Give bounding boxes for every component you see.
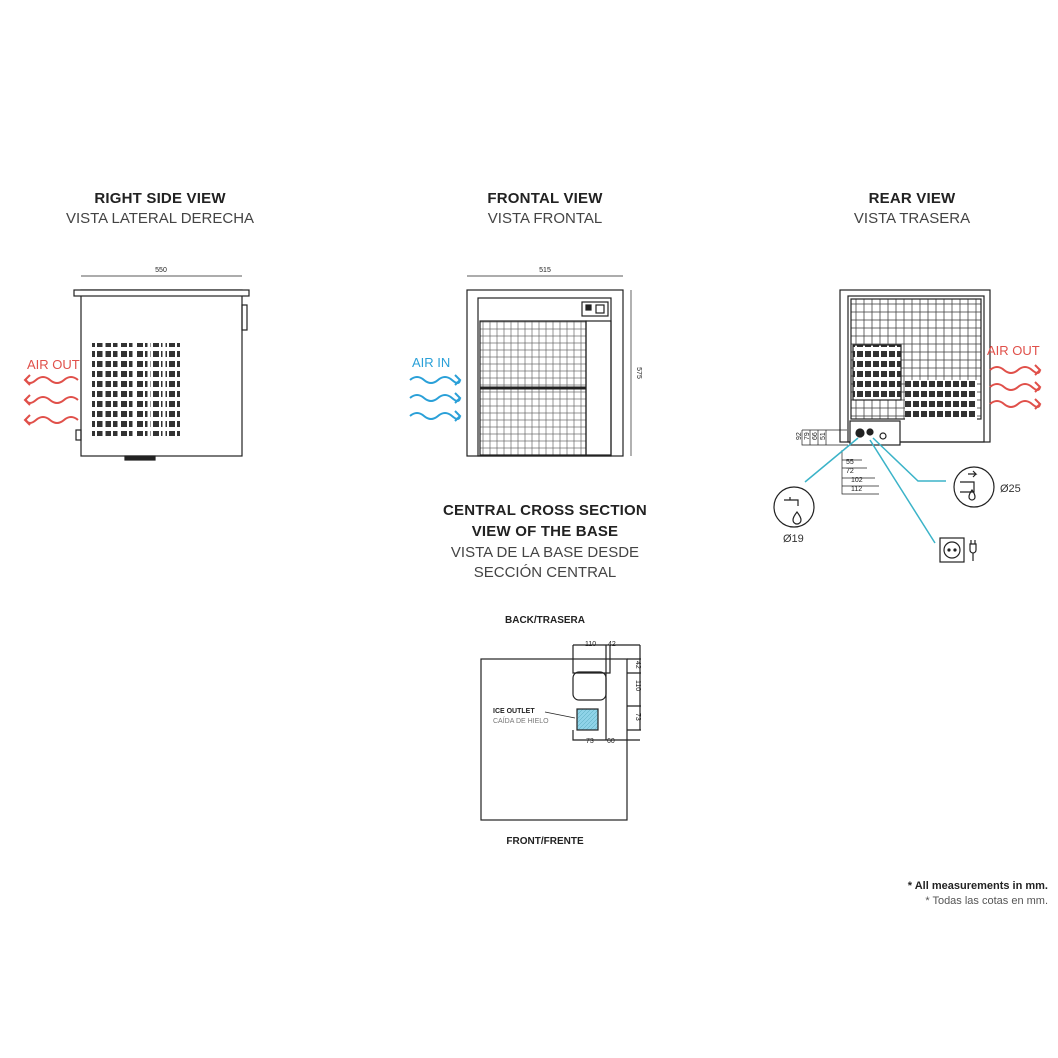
back-label: BACK/TRASERA <box>505 615 585 626</box>
dim-top-42: 42 <box>608 641 616 648</box>
connection-leads <box>804 437 946 544</box>
rear-title: REAR VIEW <box>868 190 956 207</box>
dim-right-73: 73 <box>634 713 641 721</box>
rear-drawing: 92 79 66 51 55 72 102 112 <box>796 289 991 495</box>
right-side-drawing: 550 <box>73 267 250 461</box>
dim-51: 51 <box>820 432 827 440</box>
base-subtitle-1: VISTA DE LA BASE DESDE <box>450 544 640 561</box>
dim-right-110: 110 <box>634 680 641 691</box>
frontal-drawing: 515 575 <box>466 267 642 457</box>
dim-top-110: 110 <box>585 641 596 648</box>
dim-bottom-60: 60 <box>607 738 615 745</box>
air-out-arrows-rear <box>989 364 1042 410</box>
power-socket-icon <box>939 537 977 563</box>
dim-right-42: 42 <box>634 661 641 669</box>
base-drawing: 110 42 42 110 73 73 60 ICE OUTLET CAÍDA … <box>480 641 641 821</box>
dim-79: 79 <box>804 432 811 440</box>
base-title-1: CENTRAL CROSS SECTION <box>443 502 647 519</box>
dim-112: 112 <box>851 486 862 493</box>
dim-515: 515 <box>539 267 551 274</box>
dim-92: 92 <box>796 432 803 440</box>
frontal-subtitle: VISTA FRONTAL <box>487 210 603 227</box>
dim-575: 575 <box>635 367 642 379</box>
note-es: * Todas las cotas en mm. <box>925 895 1048 907</box>
right-side-subtitle: VISTA LATERAL DERECHA <box>65 210 255 227</box>
right-side-title: RIGHT SIDE VIEW <box>94 190 226 207</box>
air-in-arrows <box>409 374 462 422</box>
water-inlet-diameter: Ø19 <box>783 533 804 545</box>
base-subtitle-2: SECCIÓN CENTRAL <box>473 564 617 581</box>
drain-icon <box>953 466 995 508</box>
rear-subtitle: VISTA TRASERA <box>853 210 971 227</box>
water-inlet-icon <box>773 486 815 528</box>
drain-diameter: Ø25 <box>1000 483 1021 495</box>
base-title-2: VIEW OF THE BASE <box>471 523 619 540</box>
ice-outlet-label: ICE OUTLET <box>493 708 535 715</box>
air-out-label-rear: AIR OUT <box>987 343 1040 358</box>
front-label: FRONT/FRENTE <box>506 836 584 847</box>
dim-55: 55 <box>846 459 854 466</box>
dim-66: 66 <box>812 432 819 440</box>
air-out-arrows-side <box>23 374 79 426</box>
dim-102: 102 <box>851 477 863 484</box>
air-out-label-side: AIR OUT <box>27 357 80 372</box>
dim-72: 72 <box>846 468 854 475</box>
note-en: * All measurements in mm. <box>907 880 1048 892</box>
ice-outlet-label-es: CAÍDA DE HIELO <box>493 716 549 725</box>
dim-550: 550 <box>155 267 167 274</box>
dim-bottom-73: 73 <box>586 738 594 745</box>
air-in-label: AIR IN <box>412 355 450 370</box>
frontal-title: FRONTAL VIEW <box>487 190 603 207</box>
